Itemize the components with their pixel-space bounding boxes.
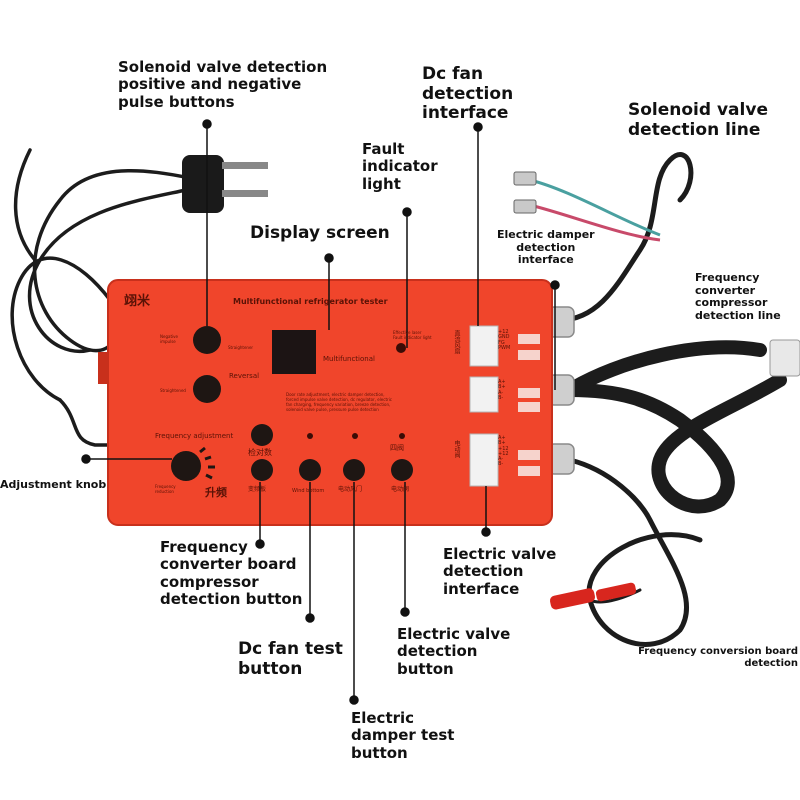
panel-port3-cn: 电动阀: [453, 440, 460, 458]
label-adjustment-knob: Adjustment knob: [0, 478, 107, 491]
compressor-connector: [769, 339, 800, 377]
label-valve-button: Electric valve detection button: [397, 625, 511, 678]
panel-reversal: Reversal: [229, 372, 260, 380]
power-plug: [182, 155, 268, 213]
negative-pulse-button: [193, 326, 221, 354]
panel-positive: Straightened: [160, 388, 186, 393]
panel-fault-text: Effective laser Fault indicator light: [393, 330, 432, 340]
panel-freq-board: 变频板: [248, 486, 267, 493]
panel-straightener: Straightener: [228, 345, 254, 350]
fault-indicator-light: [396, 343, 406, 353]
label-dc-fan-interface: Dc fan detection interface: [422, 64, 514, 124]
panel-port2-pins: A+ B+ A- B-: [498, 379, 506, 401]
solenoid-terminals: [513, 171, 661, 242]
display-screen: [272, 330, 316, 374]
label-dc-fan-button: Dc fan test button: [238, 639, 343, 679]
panel-jian-dui-shu: 检对数: [248, 448, 272, 457]
label-damper-interface: Electric damper detection interface: [497, 228, 595, 267]
panel-description: Door rate adjustment, electric damper de…: [286, 392, 392, 412]
panel-si-fa: 四阀: [390, 444, 404, 452]
ports: [469, 325, 540, 487]
label-valve-interface: Electric valve detection interface: [443, 545, 557, 598]
panel-wind-bottom: Wind bottom: [292, 488, 325, 494]
panel-sheng-pin: 升频: [205, 486, 227, 499]
panel-port1-pins: +12 GND FG PWM: [498, 329, 511, 351]
label-freq-board-line: Frequency conversion board detection: [638, 646, 798, 669]
panel-port3-pins: A+ B+ +12 +12 A- B-: [498, 435, 509, 468]
label-solenoid-line: Solenoid valve detection line: [628, 100, 768, 140]
indicator-dots: [307, 433, 405, 439]
test-buttons: [251, 424, 413, 481]
panel-damper-cn: 电动风门: [338, 486, 363, 493]
panel-port1-cn: 直流风扇: [453, 330, 460, 354]
panel-negative: Negative impulse: [160, 334, 178, 344]
label-damper-button: Electric damper test button: [351, 709, 455, 762]
side-switch: [98, 352, 108, 384]
label-freq-board-button: Frequency converter board compressor det…: [160, 538, 303, 608]
label-solenoid-buttons: Solenoid valve detection positive and ne…: [118, 58, 328, 111]
label-display-screen: Display screen: [250, 223, 390, 243]
leader-lines: [81, 119, 560, 705]
panel-freq-adjust: Frequency adjustment: [155, 432, 234, 440]
panel-freq-reduce: Frequency reduction: [155, 484, 176, 494]
positive-pulse-button: [193, 375, 221, 403]
label-fault-light: Fault indicator light: [362, 140, 438, 193]
panel-title: Multifunctional refrigerator tester: [233, 297, 388, 306]
adjustment-knob: [171, 446, 215, 481]
panel-valve-cn: 电动阀: [391, 486, 410, 493]
alligator-clips: [549, 582, 637, 610]
brand-logo: 翊米: [124, 294, 151, 309]
label-freq-compressor-line: Frequency converter compressor detection…: [695, 271, 781, 322]
panel-multifunctional: Multifunctional: [323, 355, 375, 363]
